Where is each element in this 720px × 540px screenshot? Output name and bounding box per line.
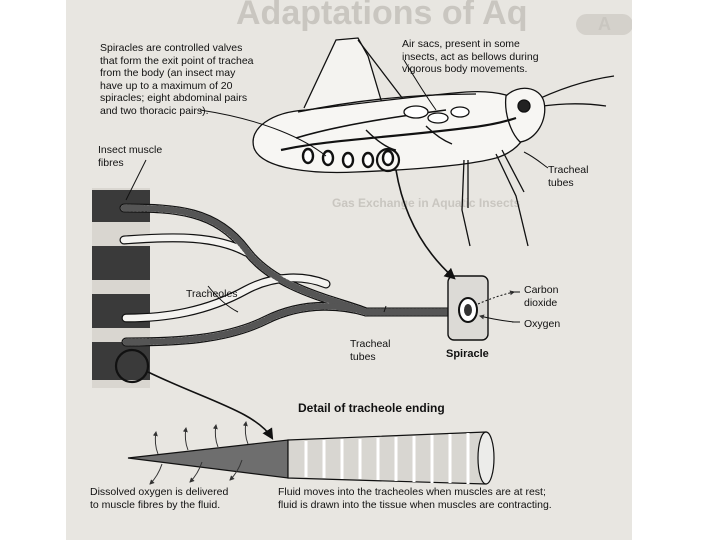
zoom-arrow-spiracle xyxy=(395,169,456,280)
tracheole-end-circle xyxy=(114,348,150,384)
carbon-dioxide-line-1: Carbon xyxy=(524,284,559,296)
spiracle-label: Spiracle xyxy=(446,348,489,360)
insect-tracheal-system-diagram xyxy=(92,37,615,485)
background-badge: A xyxy=(576,14,632,35)
carbon-dioxide-line-2: dioxide xyxy=(524,296,558,309)
tracheal-tubes-upper-line-1: Tracheal xyxy=(548,164,589,176)
spiracles-note-line-3: from the body (an insect may xyxy=(100,67,236,79)
background-title: Adaptations of Aq xyxy=(236,0,528,32)
carbon-dioxide-label: Carbon dioxide xyxy=(524,284,558,309)
fluid-note-line-2: fluid is drawn into the tissue when musc… xyxy=(278,498,552,511)
tracheal-tubes-lower-line-1: Tracheal xyxy=(350,338,391,350)
background-section-heading: Gas Exchange in Aquatic Insects xyxy=(332,196,521,210)
air-sacs-note: Air sacs, present in some insects, act a… xyxy=(402,38,539,76)
spiracles-note-line-4: have up to a maximum of 20 xyxy=(100,79,233,92)
spiracle-detail xyxy=(447,275,515,341)
spiracles-note-line-2: that form the exit point of trachea xyxy=(100,54,254,67)
insect-muscle-fibres-label: Insect muscle fibres xyxy=(98,144,162,169)
insect-muscle-fibres-line-2: fibres xyxy=(98,156,124,169)
spiracles-note-line-6: and two thoracic pairs). xyxy=(100,104,209,117)
dissolved-oxygen-note: Dissolved oxygen is delivered to muscle … xyxy=(90,486,228,511)
air-sacs-note-line-1: Air sacs, present in some xyxy=(402,38,520,50)
grasshopper-illustration xyxy=(252,37,615,247)
dissolved-oxygen-line-2: to muscle fibres by the fluid. xyxy=(90,498,221,511)
tracheal-tubes-upper-line-2: tubes xyxy=(548,176,574,189)
middle-leg xyxy=(461,159,471,247)
spiracles-note-line-5: spiracles; eight abdominal pairs xyxy=(100,92,248,104)
spiracles-note: Spiracles are controlled valves that for… xyxy=(100,42,254,117)
dissolved-oxygen-line-1: Dissolved oxygen is delivered xyxy=(90,486,229,498)
air-sacs-note-line-3: vigorous body movements. xyxy=(402,63,528,75)
tracheal-tubes-upper-label: Tracheal tubes xyxy=(548,164,588,189)
fluid-note-line-1: Fluid moves into the tracheoles when mus… xyxy=(278,486,546,498)
tracheole-ending-detail xyxy=(127,421,495,485)
air-sacs-note-line-2: insects, act as bellows during xyxy=(402,50,539,63)
insect-muscle-fibres-line-1: Insect muscle xyxy=(98,144,163,156)
tracheoles-label: Tracheoles xyxy=(186,288,238,300)
body-spiracles xyxy=(301,147,395,169)
oxygen-label: Oxygen xyxy=(524,318,561,330)
tracheal-tubes-lower-line-2: tubes xyxy=(350,350,376,363)
zoom-arrow-tracheole xyxy=(147,371,274,440)
pointer-lines xyxy=(125,59,549,323)
tracheal-tubes-lower-label: Tracheal tubes xyxy=(350,338,390,363)
detail-title: Detail of tracheole ending xyxy=(298,401,445,415)
textbook-page: Adaptations of Aq A Gas Exchange in Aqua… xyxy=(66,0,632,540)
highlighted-spiracle-circle xyxy=(375,147,401,173)
muscle-fibres xyxy=(92,188,150,388)
spiracles-note-line-1: Spiracles are controlled valves xyxy=(100,42,243,54)
front-leg xyxy=(495,153,529,247)
hind-leg xyxy=(303,37,385,111)
insect-eye xyxy=(517,99,531,113)
fluid-note: Fluid moves into the tracheoles when mus… xyxy=(278,486,552,511)
tracheal-network xyxy=(119,203,457,347)
